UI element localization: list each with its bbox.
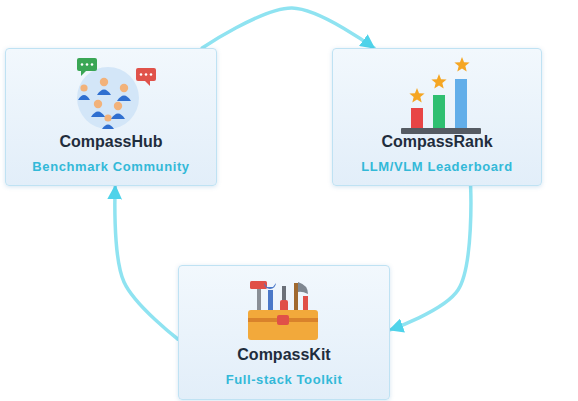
node-subtitle: LLM/VLM Leaderboard bbox=[361, 158, 513, 176]
node-subtitle: Benchmark Community bbox=[32, 158, 189, 176]
kit-box: CompassKitFull-stack Toolkit bbox=[178, 265, 390, 400]
node-title: CompassRank bbox=[381, 132, 492, 152]
cycle-arrow bbox=[115, 186, 178, 339]
toolbox-icon bbox=[248, 281, 318, 340]
node-title: CompassHub bbox=[59, 132, 162, 152]
hub-box: CompassHubBenchmark Community bbox=[5, 48, 217, 186]
node-subtitle: Full-stack Toolkit bbox=[226, 371, 343, 389]
node-title: CompassKit bbox=[237, 345, 330, 365]
cycle-arrow bbox=[390, 186, 471, 330]
community-icon bbox=[77, 58, 156, 129]
cycle-arrow bbox=[202, 8, 374, 48]
rank-box: CompassRankLLM/VLM Leaderboard bbox=[332, 48, 542, 186]
leaderboard-icon bbox=[401, 57, 481, 134]
